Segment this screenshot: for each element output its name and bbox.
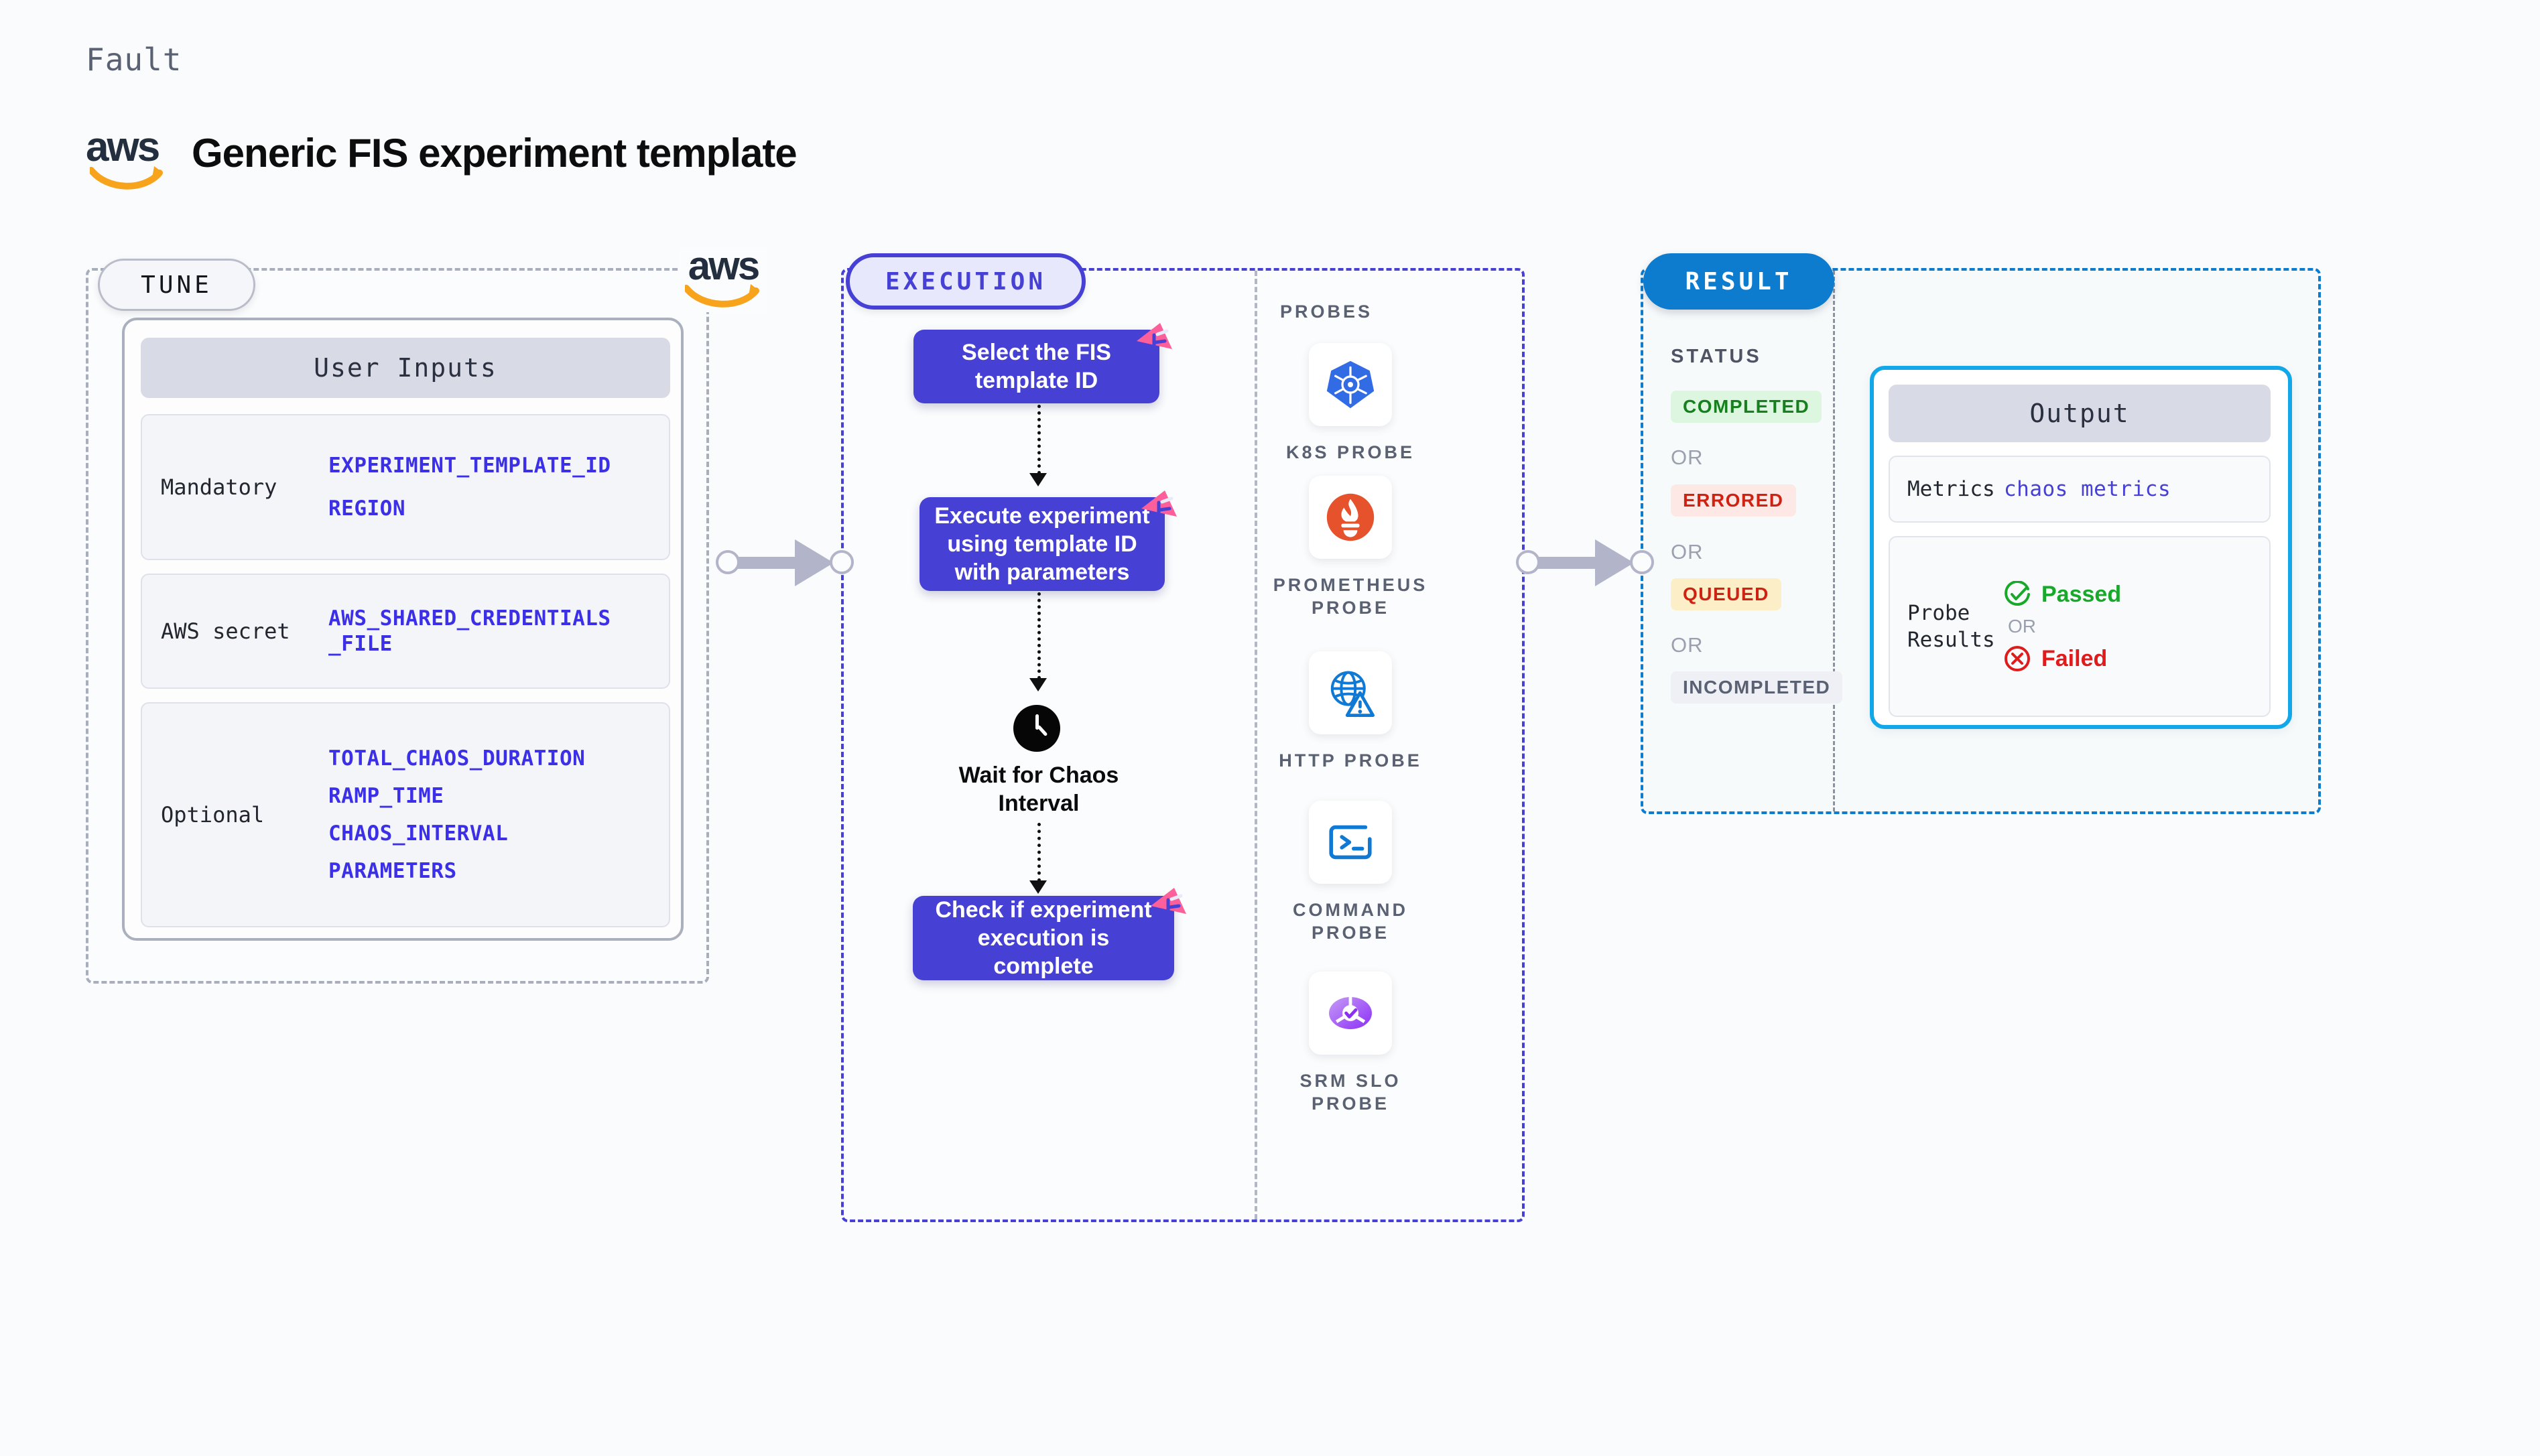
probe-label: SRM SLO PROBE (1299, 1071, 1401, 1114)
input-variable: CHAOS_INTERVAL (328, 821, 509, 846)
result-pill-label: RESULT (1643, 253, 1834, 310)
input-variable: TOTAL_CHAOS_DURATION (328, 746, 586, 771)
or-separator: OR (1671, 446, 1704, 469)
input-row-aws-secret: AWS secret AWS_SHARED_CREDENTIALS _FILE (141, 574, 670, 689)
srm-slo-icon (1309, 972, 1392, 1055)
probes-divider (1255, 271, 1257, 1219)
page-header: Fault aws Generic FIS experiment templat… (86, 42, 890, 190)
input-row-mandatory: Mandatory EXPERIMENT_TEMPLATE_ID REGION (141, 414, 670, 560)
clock-icon (1013, 705, 1060, 752)
output-row-metrics: Metrics chaos metrics (1889, 456, 2271, 523)
x-circle-icon (2005, 646, 2030, 671)
probe-item-srm-slo[interactable]: SRM SLO PROBE (1270, 972, 1431, 1115)
tune-pill-label: TUNE (98, 259, 255, 311)
input-variable: REGION (328, 497, 405, 521)
probe-label: HTTP PROBE (1279, 750, 1422, 771)
probe-item-http[interactable]: HTTP PROBE (1270, 651, 1431, 772)
input-row-optional: Optional TOTAL_CHAOS_DURATION RAMP_TIME … (141, 702, 670, 927)
aws-smile-icon (90, 166, 163, 190)
kubernetes-icon (1309, 343, 1392, 426)
status-badge-queued: QUEUED (1671, 578, 1781, 610)
http-globe-warning-icon (1309, 651, 1392, 734)
failed-label: Failed (2041, 645, 2108, 671)
probes-title: PROBES (1280, 302, 1373, 322)
input-variable: RAMP_TIME (328, 784, 444, 808)
user-inputs-card: User Inputs Mandatory EXPERIMENT_TEMPLAT… (122, 318, 684, 941)
probe-item-command[interactable]: COMMAND PROBE (1270, 801, 1431, 944)
input-variable: AWS_SHARED_CREDENTIALS _FILE (328, 606, 611, 656)
step-select-template[interactable]: Select the FIS template ID (913, 330, 1159, 403)
input-variable: EXPERIMENT_TEMPLATE_ID (328, 454, 611, 478)
output-title: Output (1889, 385, 2271, 442)
metrics-label: Metrics (1907, 477, 1995, 501)
terminal-icon (1309, 801, 1392, 884)
result-status-divider (1833, 271, 1835, 811)
step-check-complete[interactable]: Check if experiment execution is complet… (913, 896, 1174, 980)
probe-label: PROMETHEUS PROBE (1273, 575, 1428, 618)
status-badge-errored: ERRORED (1671, 484, 1796, 517)
row-label: AWS secret (161, 618, 290, 644)
or-separator: OR (1671, 633, 1704, 657)
aws-badge-smile-icon (685, 284, 759, 308)
or-separator: OR (2008, 616, 2036, 637)
output-card: Output Metrics chaos metrics Probe Resul… (1870, 366, 2292, 729)
fault-label: Fault (86, 42, 182, 78)
check-circle-icon (2005, 581, 2030, 606)
connector-tune-to-execution (716, 539, 856, 586)
aws-badge-icon: aws (680, 246, 767, 312)
row-label: Optional (161, 802, 265, 828)
status-title: STATUS (1671, 346, 1762, 367)
probe-result-passed: Passed (2004, 581, 2121, 608)
probe-label: K8S PROBE (1285, 442, 1415, 462)
row-label: Mandatory (161, 474, 277, 500)
probe-item-prometheus[interactable]: PROMETHEUS PROBE (1270, 476, 1431, 619)
probe-label: COMMAND PROBE (1293, 900, 1408, 943)
user-inputs-title: User Inputs (141, 338, 670, 398)
probe-results-label: Probe Results (1907, 601, 1995, 652)
status-badge-incompleted: INCOMPLETED (1671, 671, 1843, 704)
execution-group-frame (841, 268, 1525, 1222)
execution-pill-label: EXECUTION (846, 253, 1086, 310)
passed-label: Passed (2041, 581, 2122, 607)
page-title: Generic FIS experiment template (192, 131, 798, 176)
prometheus-icon (1309, 476, 1392, 559)
status-badge-completed: COMPLETED (1671, 391, 1822, 423)
probe-result-failed: Failed (2004, 645, 2121, 672)
connector-execution-to-result (1516, 539, 1657, 586)
output-row-probe-results: Probe Results Passed OR Failed (1889, 536, 2271, 717)
step-wait-for-chaos-interval: Wait for Chaos Interval (958, 763, 1119, 816)
metrics-value: chaos metrics (2004, 477, 2171, 501)
or-separator: OR (1671, 540, 1704, 564)
aws-logo-icon: aws (86, 127, 173, 192)
probe-item-k8s[interactable]: K8S PROBE (1270, 343, 1431, 464)
input-variable: PARAMETERS (328, 859, 457, 883)
step-execute-experiment[interactable]: Execute experiment using template ID wit… (919, 497, 1165, 591)
